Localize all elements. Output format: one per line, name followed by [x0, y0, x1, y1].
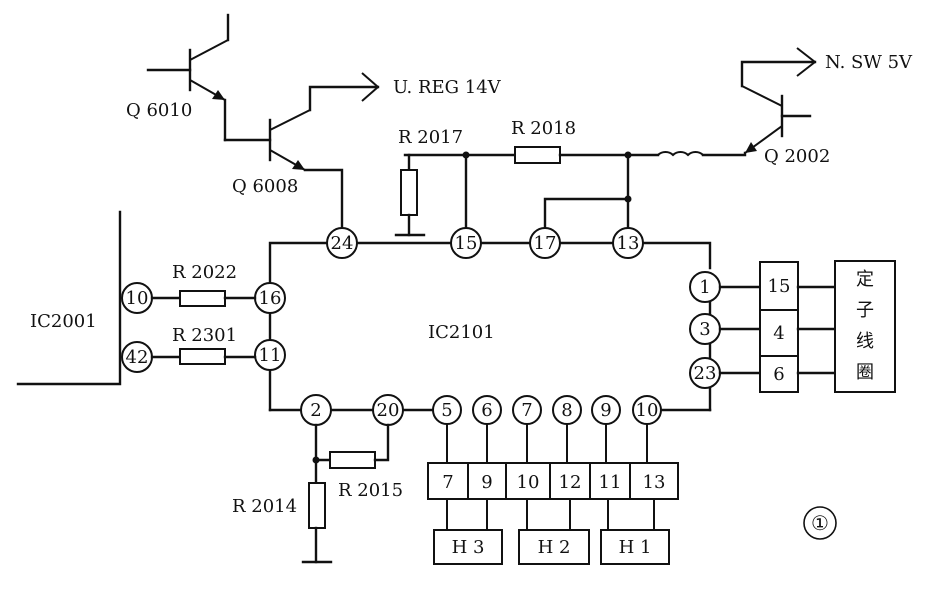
- ic2101-pin-9: 9: [591, 395, 621, 425]
- ic2101-outline-top: [268, 241, 712, 287]
- svg-text:5: 5: [441, 400, 452, 421]
- hall-connector: 7 9 10 12 11 13: [427, 462, 679, 500]
- svg-text:11: 11: [599, 472, 622, 493]
- ic2101-pin-6: 6: [472, 395, 502, 425]
- label-r2301: R 2301: [172, 325, 237, 346]
- label-q2002: Q 2002: [764, 146, 830, 167]
- resistor-r2301: [179, 348, 226, 365]
- label-nsw: N. SW 5V: [825, 52, 913, 73]
- ic2101-pin-24: 24: [326, 227, 358, 259]
- label-q6010: Q 6010: [126, 100, 192, 121]
- label-r2018: R 2018: [511, 118, 576, 139]
- svg-text:15: 15: [768, 276, 791, 297]
- resistor-r2015: [329, 451, 376, 469]
- svg-text:1: 1: [699, 277, 710, 298]
- ic2001-label: IC2001: [30, 311, 97, 332]
- label-r2015: R 2015: [338, 480, 403, 501]
- svg-text:8: 8: [561, 400, 572, 421]
- svg-text:线: 线: [856, 331, 874, 352]
- ic2101-pin-17: 17: [529, 227, 561, 259]
- svg-text:H 2: H 2: [538, 537, 571, 558]
- hall-sensor-h2: H 2: [518, 529, 590, 565]
- transistor-q2002: [741, 85, 812, 154]
- svg-text:10: 10: [126, 288, 149, 309]
- svg-text:3: 3: [699, 319, 710, 340]
- svg-text:9: 9: [600, 400, 611, 421]
- svg-text:2: 2: [310, 400, 321, 421]
- ic2101-pin-7: 7: [512, 395, 542, 425]
- svg-text:H 3: H 3: [452, 537, 485, 558]
- hall-sensor-h1: H 1: [600, 529, 670, 565]
- svg-text:17: 17: [534, 233, 557, 254]
- resistor-r2014: [308, 482, 326, 529]
- svg-text:12: 12: [559, 472, 582, 493]
- svg-text:13: 13: [617, 233, 640, 254]
- transistor-q6010: [146, 13, 230, 101]
- figure-number: ①: [803, 506, 837, 540]
- label-r2017: R 2017: [398, 127, 463, 148]
- wire-q6008-collector: [308, 85, 380, 112]
- svg-text:定: 定: [856, 269, 874, 290]
- svg-text:10: 10: [636, 400, 659, 421]
- ic2101-pin-10: 10: [632, 395, 662, 425]
- label-r2014: R 2014: [232, 496, 297, 517]
- svg-text:H 1: H 1: [619, 537, 652, 558]
- inductor: [657, 151, 704, 157]
- svg-text:6: 6: [481, 400, 492, 421]
- svg-text:6: 6: [773, 364, 784, 385]
- ic2001-pin-10: 10: [121, 282, 153, 314]
- ic2101-pin-5: 5: [432, 395, 462, 425]
- svg-text:4: 4: [773, 323, 784, 344]
- svg-text:16: 16: [259, 288, 282, 309]
- wire-inductor-q2002: [701, 151, 747, 157]
- wire-q2002-collector: [740, 60, 817, 88]
- ic2101-pin-1: 1: [689, 271, 721, 303]
- resistor-r2022: [179, 290, 226, 307]
- stator-coil-box: 定 子 线 圈: [834, 260, 896, 393]
- svg-text:①: ①: [811, 511, 829, 535]
- ic2101-pin-2: 2: [300, 394, 332, 426]
- resistor-r2018: [514, 146, 561, 164]
- ic2101-pin-15: 15: [450, 227, 482, 259]
- label-ureg: U. REG 14V: [393, 77, 502, 98]
- stator-connector: 15 4 6: [759, 261, 799, 393]
- svg-text:10: 10: [517, 472, 540, 493]
- ic2101-pin-16: 16: [254, 282, 286, 314]
- wire-q6008-emitter: [303, 168, 344, 231]
- ic2101-pin-11: 11: [254, 339, 286, 371]
- svg-text:20: 20: [377, 400, 400, 421]
- transistor-q6008: [268, 109, 311, 171]
- svg-text:子: 子: [856, 300, 874, 321]
- hall-sensor-h3: H 3: [433, 529, 503, 565]
- supply-arrow-nsw: [796, 47, 816, 77]
- svg-text:9: 9: [481, 472, 492, 493]
- supply-arrow-ureg: [361, 72, 379, 102]
- ic2101-pin-13: 13: [612, 227, 644, 259]
- svg-text:11: 11: [259, 345, 282, 366]
- svg-text:15: 15: [455, 233, 478, 254]
- svg-text:42: 42: [126, 347, 149, 368]
- svg-text:24: 24: [331, 233, 354, 254]
- ic2101-pin-23: 23: [689, 357, 721, 389]
- svg-text:7: 7: [521, 400, 532, 421]
- ic2101-pin-8: 8: [552, 395, 582, 425]
- ic2101-pin-20: 20: [372, 394, 404, 426]
- label-q6008: Q 6008: [232, 176, 298, 197]
- label-r2022: R 2022: [172, 262, 237, 283]
- ic2001-pin-42: 42: [121, 341, 153, 373]
- svg-text:7: 7: [442, 472, 453, 493]
- ic2101-label: IC2101: [428, 322, 495, 343]
- svg-text:13: 13: [643, 472, 666, 493]
- resistor-r2017: [400, 169, 418, 216]
- svg-text:23: 23: [694, 363, 717, 384]
- svg-text:圈: 圈: [856, 362, 874, 383]
- ic2101-pin-3: 3: [689, 313, 721, 345]
- ic2001-outline: [16, 210, 122, 386]
